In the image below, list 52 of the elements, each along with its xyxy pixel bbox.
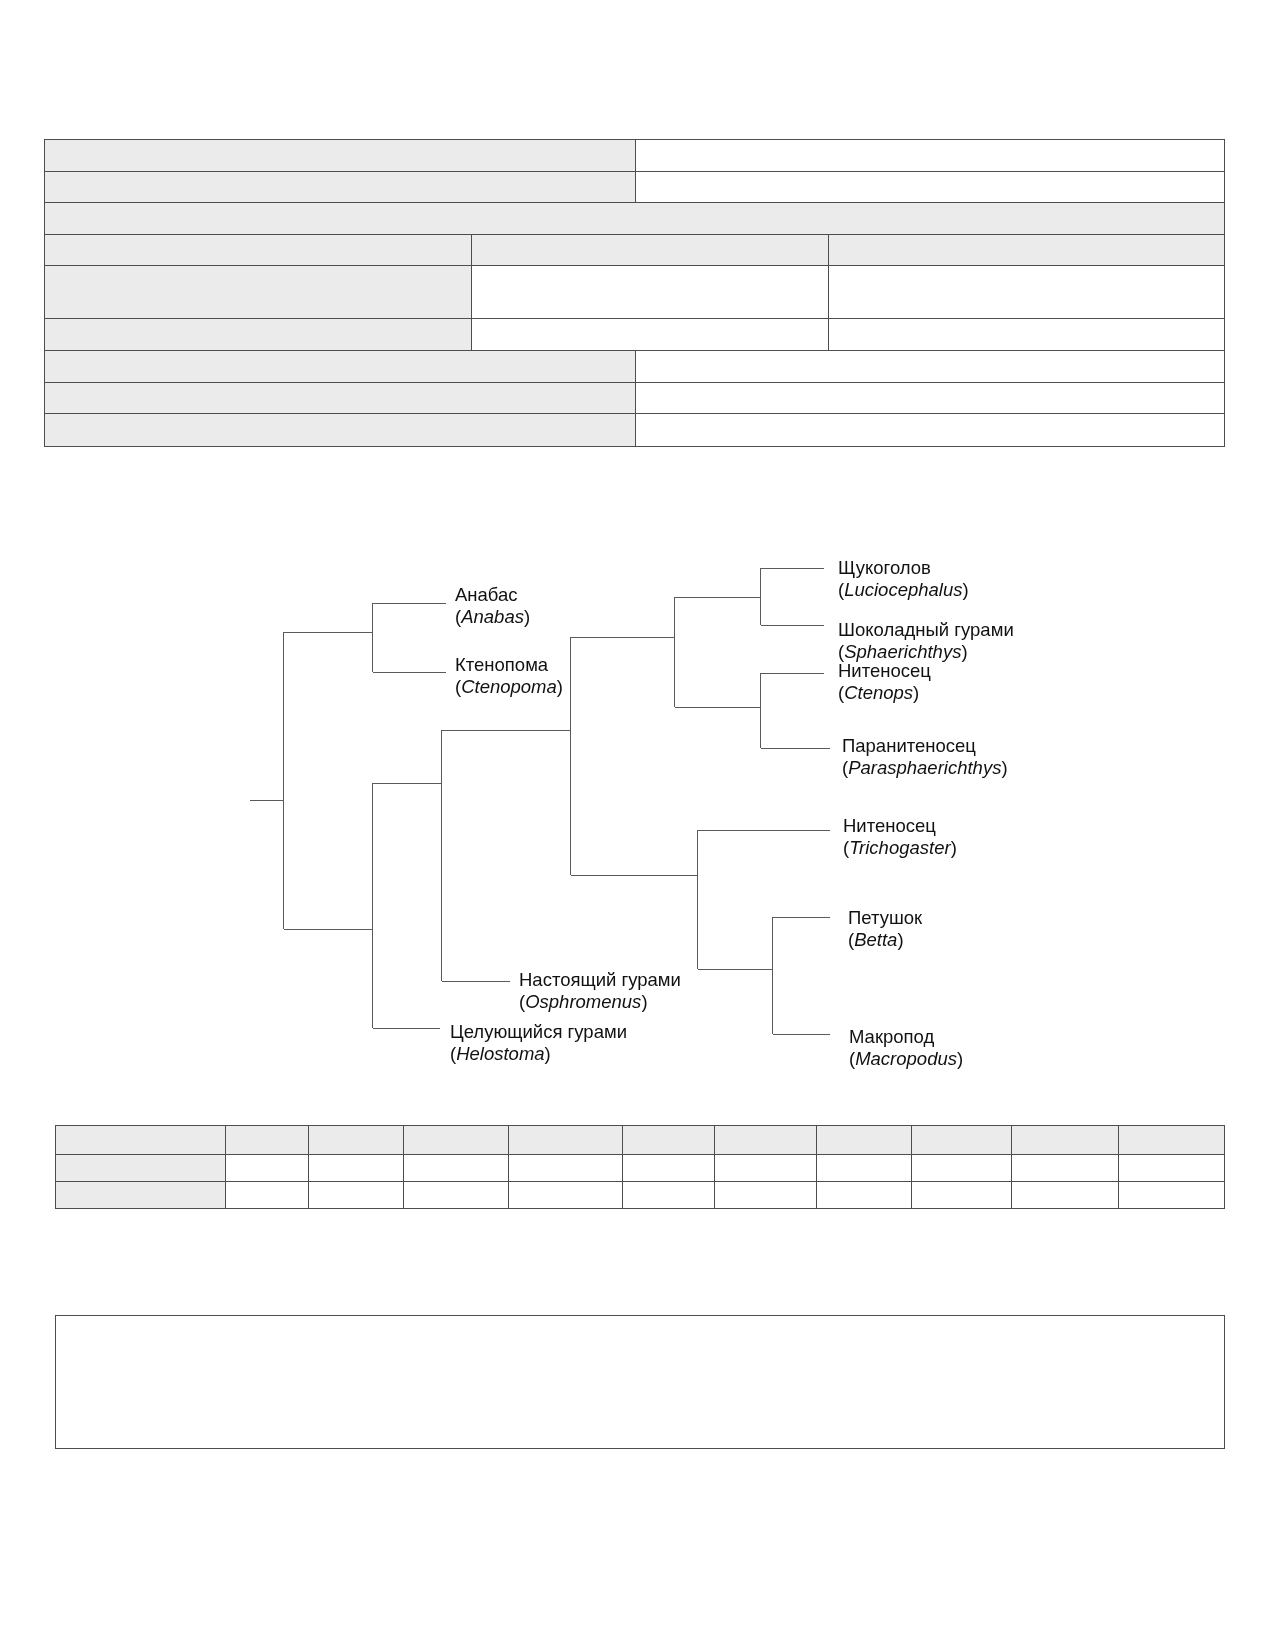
- common-name: Целующийся гурами: [450, 1021, 627, 1043]
- scientific-name: (Helostoma): [450, 1043, 551, 1065]
- scientific-name: (Parasphaerichthys): [842, 757, 1008, 779]
- vertical-branch-line: [570, 637, 571, 875]
- tree-branch: [372, 783, 442, 784]
- tree-branch: [372, 1028, 441, 1029]
- vertical-branch-line: [372, 603, 373, 672]
- tree-branch: [760, 625, 825, 626]
- tree-branch: [697, 830, 831, 831]
- tree-branch: [760, 568, 825, 569]
- tree-branch: [697, 969, 773, 970]
- scientific-name: (Anabas): [455, 606, 531, 628]
- scientific-name: (Sphaerichthys): [838, 641, 968, 663]
- common-name: Шоколадный гурами: [838, 619, 1014, 641]
- vertical-branch-line: [697, 830, 698, 969]
- vertical-branch-line: [441, 730, 442, 981]
- tree-branch: [760, 748, 831, 749]
- common-name: Петушок: [848, 907, 923, 929]
- tree-branch: [772, 917, 831, 918]
- scientific-name: (Betta): [848, 929, 904, 951]
- scientific-name: (Osphromenus): [519, 991, 648, 1013]
- common-name: Паранитеносец: [842, 735, 976, 757]
- common-name: Макропод: [849, 1026, 935, 1048]
- tree-branch: [570, 875, 698, 876]
- tree-branch: [249, 800, 284, 801]
- tree-branch: [570, 637, 675, 638]
- scientific-name: (Trichogaster): [843, 837, 957, 859]
- scientific-name: (Ctenopoma): [455, 676, 563, 698]
- tree-branch: [772, 1034, 831, 1035]
- tree-branch: [372, 672, 447, 673]
- vertical-branch-line: [674, 597, 675, 707]
- tree-branch: [760, 673, 825, 674]
- tree-branch: [441, 730, 571, 731]
- tree-branch: [372, 603, 447, 604]
- vertical-branch-line: [283, 632, 284, 929]
- scientific-name: (Ctenops): [838, 682, 920, 704]
- common-name: Нитеносец: [843, 815, 936, 837]
- tree-branch: [283, 632, 373, 633]
- vertical-branch-line: [372, 783, 373, 1028]
- common-name: Анабас: [455, 584, 518, 606]
- vertical-branch-line: [760, 568, 761, 625]
- common-name: Ктенопома: [455, 654, 549, 676]
- scientific-name: (Luciocephalus): [838, 579, 969, 601]
- vertical-branch-line: [760, 673, 761, 748]
- scientific-name: (Macropodus): [849, 1048, 964, 1070]
- tree-branch: [674, 597, 761, 598]
- common-name: Щукоголов: [838, 557, 931, 579]
- tree-branch: [674, 707, 761, 708]
- vertical-branch-line: [772, 917, 773, 1034]
- common-name: Настоящий гурами: [519, 969, 681, 991]
- tree-branch: [441, 981, 511, 982]
- tree-branch: [283, 929, 373, 930]
